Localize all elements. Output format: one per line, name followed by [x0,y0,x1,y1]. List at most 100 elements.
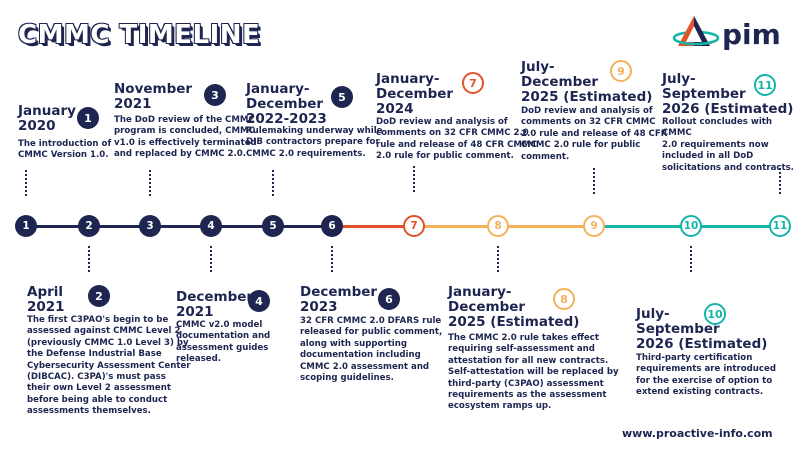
timeline-node-8: 8 [487,215,509,237]
event-1-date-line: 2020 [18,118,56,134]
event-7-desc-line: comments on 32 CFR CMMC 2.0 [376,128,529,139]
timeline-node-3: 3 [139,215,161,237]
event-2-desc-line: their own Level 2 assessment [27,383,171,394]
event-7-date-line: January- [376,71,440,87]
connector-4 [210,246,212,272]
event-7-desc-line: 2.0 rule for public comment. [376,151,514,162]
event-5-date-line: 2022-2023 [246,111,327,127]
event-8-desc-line: attestation for all new contracts. [448,355,609,366]
timeline-node-9: 9 [583,215,605,237]
event-5-date: January- December 2022-2023 [246,82,327,127]
event-8-date: January- December 2025 (Estimated) [448,285,579,330]
event-11-desc-line: solicitations and contracts. [662,162,794,173]
event-11-description: Rollout concludes with CMMC 2.0 requirem… [662,117,800,174]
event-10-badge: 10 [704,303,726,325]
event-6-date-line: December [300,284,378,300]
event-9-date-line: July- [521,59,555,75]
event-2-desc-line: assessments themselves. [27,406,151,417]
event-4-desc-line: CMMC v2.0 model [176,320,263,330]
timeline-node-4: 4 [200,215,222,237]
event-1-desc-line: CMMC Version 1.0. [18,150,109,161]
timeline-segment-navy [26,225,332,228]
event-9-desc-line: DoD review and analysis of [521,106,653,116]
event-8-desc-line: requirements as the assessment [448,390,607,401]
event-8-date-line: 2025 (Estimated) [448,314,580,330]
event-9-desc-line: comment. [521,151,570,162]
event-2-badge: 2 [88,285,110,307]
event-6-date-line: 2023 [300,299,338,315]
event-7-description: DoD review and analysis of comments on 3… [376,117,537,163]
pim-logo: pim [672,14,790,54]
event-9-description: DoD review and analysis of comments on 3… [521,106,667,163]
event-6-desc-line: along with supporting [300,338,408,349]
event-11-date: July- September 2026 (Estimated) [662,72,793,117]
event-9-date-line: 2025 (Estimated) [521,89,653,105]
event-6-desc-line: CMMC 2.0 assessment and [300,361,430,372]
timeline-node-5: 5 [262,215,284,237]
event-4-description: CMMC v2.0 model documentation and assess… [176,320,270,366]
event-2-desc-line: the Defense Industrial Base [27,349,162,360]
event-7-date: January- December 2024 [376,72,453,117]
connector-10 [690,246,692,272]
event-10-desc-line: Third-party certification [636,353,753,363]
event-2-desc-line: Cybersecurity Assessment Center [27,360,191,371]
timeline-node-1: 1 [15,215,37,237]
event-11-date-line: July- [662,71,696,87]
event-3-description: The DoD review of the CMMC program is co… [114,115,257,161]
event-5-date-line: January- [246,81,310,97]
event-9-badge: 9 [610,60,632,82]
event-3-date-line: 2021 [114,96,152,112]
event-10-date: July- September 2026 (Estimated) [636,307,767,352]
event-9-desc-line: comments on 32 CFR CMMC [521,117,656,128]
event-2-description: The first C3PAO's begin to be assessed a… [27,315,191,418]
page-title: CMMC TIMELINE [18,20,261,50]
event-7-date-line: December [376,86,454,102]
event-3-badge: 3 [204,84,226,106]
timeline-node-11: 11 [769,215,791,237]
event-5-desc-line: DIB contractors prepare for [246,137,380,148]
connector-1 [25,170,27,196]
event-11-date-line: September [662,86,746,102]
event-6-desc-line: 32 CFR CMMC 2.0 DFARS rule [300,316,442,326]
timeline-segment-red [332,225,414,228]
event-11-date-line: 2026 (Estimated) [662,101,794,117]
event-9-date-line: December [521,74,599,90]
event-4-badge: 4 [248,290,270,312]
connector-5 [272,170,274,196]
connector-6 [331,246,333,272]
event-5-date-line: December [246,96,324,112]
event-3-desc-line: program is concluded, CMMC [114,126,255,137]
event-6-badge: 6 [378,288,400,310]
event-6-desc-line: released for public comment, [300,327,443,338]
event-2-desc-line: (previously CMMC 1.0 Level 3) by [27,337,189,348]
event-4-date-line: 2021 [176,304,214,320]
event-3-date: November 2021 [114,82,192,112]
connector-11 [779,168,781,194]
event-3-desc-line: v1.0 is effectively terminated [114,137,257,148]
event-10-desc-line: for the exercise of option to [636,375,773,386]
event-2-date: April 2021 [27,285,65,315]
event-10-date-line: September [636,321,720,337]
event-10-date-line: 2026 (Estimated) [636,336,768,352]
event-1-desc-line: The introduction of [18,139,112,149]
event-9-desc-line: CMMC 2.0 rule for public [521,140,641,151]
logo-text: pim [722,18,781,51]
event-11-badge: 11 [754,74,776,96]
event-7-date-line: 2024 [376,101,414,117]
event-5-desc-line: CMMC 2.0 requirements. [246,148,366,159]
event-2-date-line: April [27,284,64,300]
event-8-desc-line: Self-attestation will be replaced by [448,367,619,378]
timeline-node-2: 2 [78,215,100,237]
timeline-node-10: 10 [680,215,702,237]
footer-url[interactable]: www.proactive-info.com [622,427,773,440]
event-1-description: The introduction of CMMC Version 1.0. [18,139,111,162]
event-6-desc-line: scoping guidelines. [300,373,394,384]
event-8-desc-line: ecosystem ramps up. [448,401,552,412]
event-4-desc-line: assessment guides [176,342,269,353]
event-7-badge: 7 [462,72,484,94]
event-6-date: December 2023 [300,285,377,315]
event-3-desc-line: The DoD review of the CMMC [114,115,255,125]
event-2-desc-line: (DIBCAC). C3PA)'s must pass [27,372,166,383]
timeline-node-7: 7 [403,215,425,237]
event-10-desc-line: requirements are introduced [636,364,776,375]
